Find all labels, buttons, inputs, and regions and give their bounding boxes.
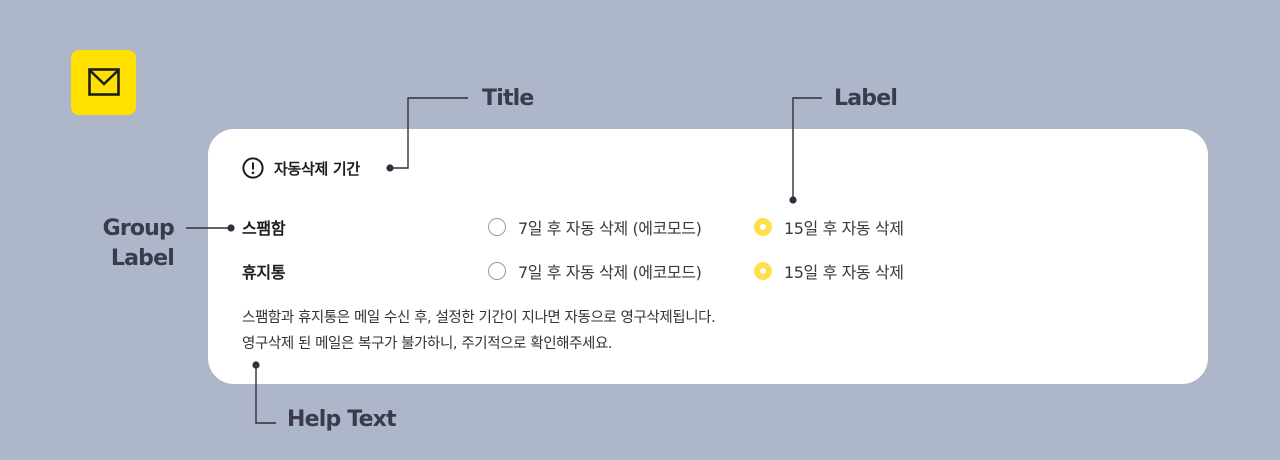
mail-icon — [88, 68, 120, 96]
label-leader-line — [792, 97, 822, 200]
help-text-line: 영구삭제 된 메일은 복구가 불가하니, 주기적으로 확인해주세요. — [242, 336, 613, 352]
label-anchor-dot — [789, 196, 797, 204]
radio-button-checked[interactable] — [754, 218, 772, 236]
callout-group-label-line2: Label — [110, 246, 175, 271]
option-spam-7days[interactable]: 7일 후 자동 삭제 (에코모드) — [488, 212, 702, 242]
mail-logo — [71, 50, 136, 115]
group-label-anchor-dot — [227, 224, 235, 232]
title-leader-line — [390, 97, 468, 169]
help-text-anchor-dot — [252, 361, 260, 369]
option-trash-7days[interactable]: 7일 후 자동 삭제 (에코모드) — [488, 256, 702, 286]
group-trash: 휴지통 — [242, 256, 286, 286]
title-anchor-dot — [386, 164, 394, 172]
callout-label: Label — [834, 86, 898, 111]
group-label-spam: 스팸함 — [242, 219, 286, 238]
group-label-trash: 휴지통 — [242, 263, 286, 282]
option-label: 7일 후 자동 삭제 (에코모드) — [518, 219, 702, 238]
option-label: 15일 후 자동 삭제 — [784, 263, 904, 282]
radio-button-checked[interactable] — [754, 262, 772, 280]
radio-button[interactable] — [488, 218, 506, 236]
callout-title: Title — [482, 86, 534, 111]
auto-delete-settings-card: 자동삭제 기간 스팸함 7일 후 자동 삭제 (에코모드) 15일 후 자동 삭… — [208, 129, 1208, 384]
callout-group-label: Group Label — [90, 214, 175, 274]
option-label: 15일 후 자동 삭제 — [784, 219, 904, 238]
exclamation-circle-icon — [242, 157, 264, 179]
help-text-leader-line — [255, 365, 276, 424]
help-text-line: 스팸함과 휴지통은 메일 수신 후, 설정한 기간이 지나면 자동으로 영구삭제… — [242, 310, 716, 326]
option-trash-15days[interactable]: 15일 후 자동 삭제 — [754, 256, 904, 286]
radio-button[interactable] — [488, 262, 506, 280]
callout-group-label-line1: Group — [102, 216, 175, 241]
help-text: 스팸함과 휴지통은 메일 수신 후, 설정한 기간이 지나면 자동으로 영구삭제… — [242, 305, 716, 357]
option-spam-15days[interactable]: 15일 후 자동 삭제 — [754, 212, 904, 242]
callout-help-text: Help Text — [287, 407, 397, 432]
option-label: 7일 후 자동 삭제 (에코모드) — [518, 263, 702, 282]
group-spam: 스팸함 — [242, 212, 286, 242]
section-title-text: 자동삭제 기간 — [274, 159, 360, 178]
section-title: 자동삭제 기간 — [242, 156, 360, 180]
